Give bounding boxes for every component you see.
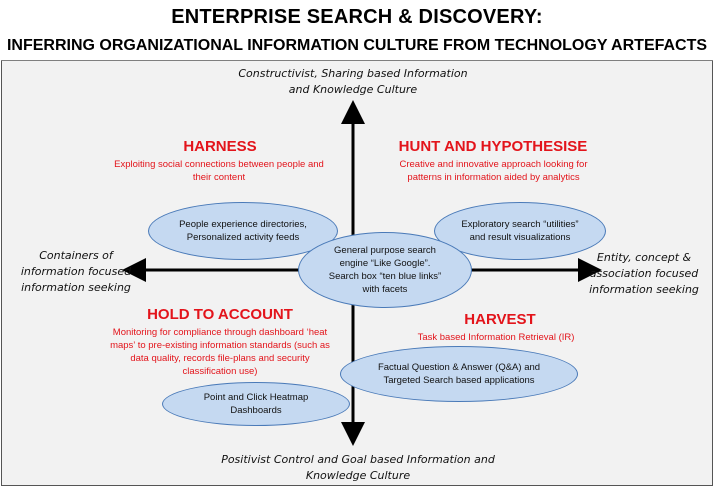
ellipse-exploratory-search-label: Exploratory search “utilities” and resul…: [461, 219, 579, 243]
axis-label-left: Containers of information focused inform…: [20, 249, 132, 294]
ellipse-people-experience: People experience directories, Personali…: [148, 202, 338, 260]
ellipse-heatmap-dashboards: Point and Click Heatmap Dashboards: [162, 382, 350, 426]
quadrant-title-harvest: HARVEST: [464, 311, 536, 328]
ellipse-general-purpose-search: General purpose search engine “Like Goog…: [298, 232, 472, 308]
quadrant-desc-hunt: Creative and innovative approach looking…: [399, 159, 588, 183]
ellipse-exploratory-search: Exploratory search “utilities” and resul…: [434, 202, 606, 260]
title-line-1: ENTERPRISE SEARCH & DISCOVERY:: [171, 6, 543, 28]
ellipse-factual-qa-label: Factual Question & Answer (Q&A) and Targ…: [377, 362, 541, 386]
quadrant-title-hold-to-account: HOLD TO ACCOUNT: [147, 306, 293, 323]
quadrant-title-harness: HARNESS: [183, 138, 257, 155]
ellipse-people-experience-label: People experience directories, Personali…: [179, 219, 307, 243]
axis-label-right: Entity, concept & association focused in…: [589, 251, 699, 296]
axis-label-bottom: Positivist Control and Goal based Inform…: [221, 453, 495, 482]
quadrant-desc-harness: Exploiting social connections between pe…: [114, 159, 324, 183]
ellipse-general-purpose-search-label: General purpose search engine “Like Goog…: [328, 245, 442, 295]
ellipse-factual-qa: Factual Question & Answer (Q&A) and Targ…: [340, 346, 578, 402]
axis-label-top: Constructivist, Sharing based Informatio…: [238, 67, 468, 96]
ellipse-heatmap-dashboards-label: Point and Click Heatmap Dashboards: [203, 392, 309, 416]
title-line-2: INFERRING ORGANIZATIONAL INFORMATION CUL…: [6, 37, 708, 54]
title-banner: ENTERPRISE SEARCH & DISCOVERY: INFERRING…: [1, 1, 713, 61]
quadrant-title-hunt: HUNT AND HYPOTHESISE: [398, 138, 588, 155]
quadrant-desc-hold-to-account: Monitoring for compliance through dashbo…: [110, 327, 330, 377]
quadrant-desc-harvest: Task based Information Retrieval (IR): [417, 332, 575, 343]
